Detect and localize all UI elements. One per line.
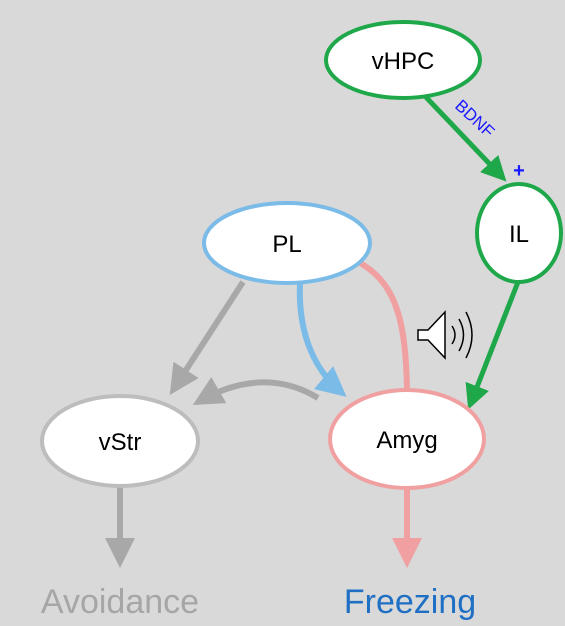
speaker-sound-icon [417,310,473,360]
pl-to-amyg-arrow [296,282,347,397]
amyg-to-vstr-arrow [192,377,320,405]
node-il-label: IL [509,221,529,248]
node-amyg-label: Amyg [376,427,437,454]
node-pl-label: PL [272,231,301,258]
il-to-amyg-arrow [465,281,521,410]
node-amyg: Amyg [328,388,486,490]
node-pl: PL [202,201,372,285]
vhpc-to-il-arrow [421,92,507,182]
node-vhpc: vHPC [324,20,482,100]
node-il: IL [475,182,563,284]
pl-to-vstr-arrow [169,280,246,396]
node-vstr-label: vStr [99,429,142,456]
avoidance-label: Avoidance [41,583,199,621]
bdnf-plus-sign: + [513,160,525,182]
node-vstr: vStr [40,394,200,488]
freezing-label: Freezing [344,583,476,621]
node-vhpc-label: vHPC [372,48,435,75]
